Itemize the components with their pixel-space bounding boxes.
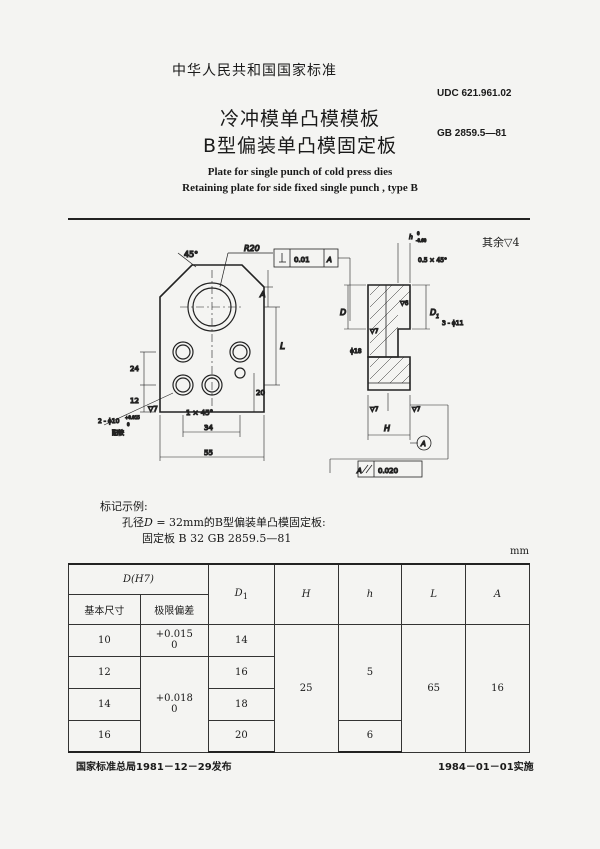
effective-date: 1984－01－01实施	[438, 762, 534, 773]
remaining-finish-note: 其余▽4	[482, 236, 520, 249]
dim-d1-label: D	[430, 308, 436, 317]
header-d-h7-text: D(H7)	[123, 573, 154, 585]
example-line-1-var: D	[144, 516, 153, 529]
finish-mark-bottom-l: ▽7	[370, 406, 379, 413]
technical-drawing: 45° R20 A L 24 12 20 1 × 45° 34 55 2 - ϕ…	[97, 230, 464, 478]
holes-11-label: 3 - ϕ11	[442, 320, 464, 327]
header-tolerance: 极限偏差	[139, 593, 209, 625]
dim-h-small: h	[409, 234, 413, 241]
angle-45-label: 45°	[184, 250, 198, 259]
header-base-size: 基本尺寸	[68, 593, 141, 625]
datum-a-circle: A	[420, 440, 426, 448]
perpendicularity-frame	[273, 248, 351, 321]
perp-datum: A	[326, 256, 332, 264]
h-tol-lower: -0.60	[416, 238, 427, 243]
example-label: 标记示例:	[100, 500, 148, 513]
row-10-d1: 14	[207, 623, 275, 657]
row-12-base: 12	[68, 655, 141, 689]
parallel-value: 0.020	[378, 467, 398, 475]
row-10-tol-upper: +0.015	[155, 629, 193, 640]
row-10-base: 10	[68, 623, 141, 657]
finish-mark-mid: ▽7	[370, 328, 379, 335]
header-L: L	[401, 563, 467, 625]
finish-mark-left: ▽7	[148, 405, 158, 413]
example-line-1: 孔径D = 32mm的B型偏装单凸模固定板:	[122, 514, 326, 530]
perp-value: 0.01	[294, 256, 310, 264]
row-14-d1: 18	[207, 687, 275, 721]
front-view	[103, 252, 280, 461]
header-d1-text: D	[234, 587, 243, 599]
chamfer-05-label: 0.5 × 45°	[418, 257, 447, 264]
dim-34-label: 34	[204, 424, 213, 432]
dim-d1-sub: 1	[436, 314, 439, 320]
h-tol-upper: 0	[417, 231, 420, 236]
hole-note-label: 2 - ϕ10	[98, 418, 120, 425]
example-line-1-pre: 孔径	[122, 516, 144, 529]
header-d1: D1	[207, 563, 275, 625]
dim-h-label: H	[384, 424, 390, 433]
dim-l-label: L	[280, 342, 285, 352]
header-h: h	[337, 563, 403, 625]
hole-tol-upper: +0.015	[125, 415, 140, 420]
row-14-base: 14	[68, 687, 141, 721]
side-view	[329, 243, 449, 473]
dim-d-label: D	[340, 308, 346, 317]
dim-24-label: 24	[130, 365, 139, 373]
unit-label: mm	[510, 546, 529, 557]
group-tol-lower: 0	[171, 704, 178, 715]
header-d-h7: D(H7)	[68, 563, 209, 595]
finish-mark-bottom-r: ▽7	[412, 406, 421, 413]
r20-label: R20	[244, 244, 260, 253]
title-cn-2: B型偏装单凸模固定板	[202, 135, 398, 157]
group-tol-upper: +0.018	[155, 693, 193, 704]
example-line-2: 固定板 B 32 GB 2859.5—81	[142, 532, 292, 545]
row-12-d1: 16	[207, 655, 275, 689]
dim-55-label: 55	[204, 449, 213, 457]
dim-12-label: 12	[130, 397, 139, 405]
finish-6-label: ▽6	[400, 300, 409, 307]
header-A: A	[465, 563, 530, 625]
issue-date: 国家标准总局1981－12－29发布	[76, 762, 232, 773]
udc-code: UDC 621.961.02	[437, 88, 512, 99]
hole-tol-lower: 0	[127, 422, 130, 427]
title-en-2: Retaining plate for side fixed single pu…	[182, 182, 418, 194]
header-d1-sub: 1	[242, 590, 249, 601]
example-line-1-post: = 32mm的B型偏装单凸模固定板:	[152, 516, 326, 529]
issuer-line: 中华人民共和国国家标准	[172, 63, 337, 79]
row-10-tol-lower: 0	[171, 640, 178, 651]
row-16-base: 16	[68, 719, 141, 753]
cell-L: 65	[401, 623, 467, 753]
title-en-1: Plate for single punch of cold press die…	[207, 166, 393, 178]
parallelism-frame	[357, 460, 423, 478]
top-rule	[68, 218, 530, 220]
dia-18-label: ϕ18	[350, 348, 362, 355]
hole-note2-label: 配铰	[112, 429, 124, 437]
cell-h-group: 5	[337, 623, 403, 721]
row-16-d1: 20	[207, 719, 275, 753]
parallel-datum: A	[356, 467, 362, 475]
row-16-h: 6	[337, 719, 403, 753]
dim-a-label: A	[259, 290, 265, 299]
header-H: H	[273, 563, 339, 625]
cell-A: 16	[465, 623, 530, 753]
cell-H: 25	[273, 623, 339, 753]
chamfer-label: 1 × 45°	[186, 409, 213, 417]
title-cn-1: 冷冲模单凸模模板	[219, 108, 380, 130]
gb-code: GB 2859.5—81	[437, 128, 507, 139]
dim-20-label: 20	[256, 389, 265, 397]
